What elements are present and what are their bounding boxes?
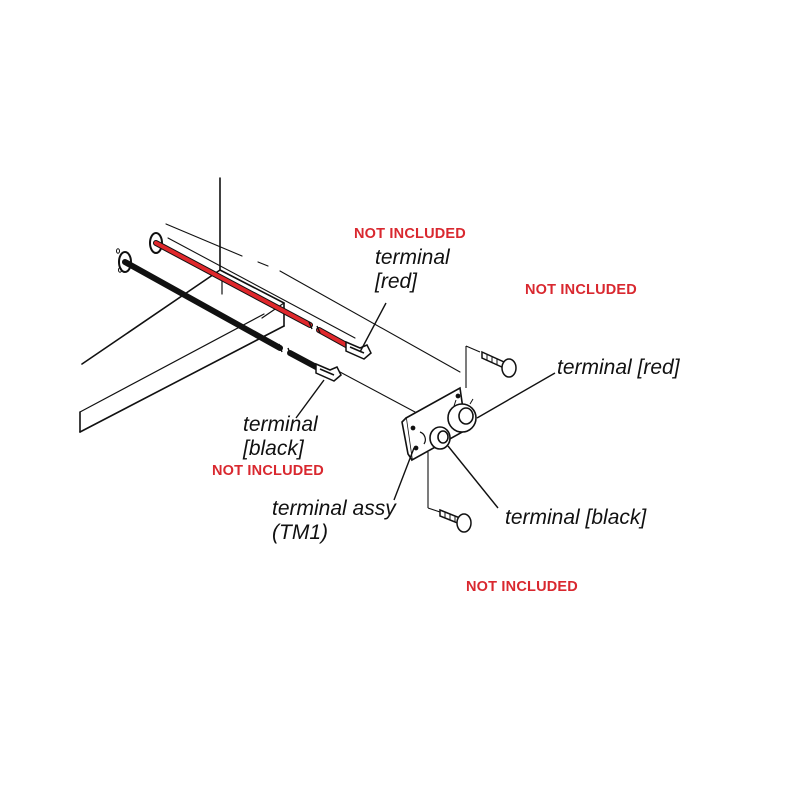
- label-terminal-black-wire: terminal [black]: [243, 413, 318, 460]
- label-terminal-black-post: terminal [black]: [505, 506, 647, 529]
- label-terminal-assy: terminal assy (TM1): [272, 497, 396, 544]
- chassis-bracket: [79, 269, 285, 433]
- red-wire: [153, 240, 351, 349]
- black-terminal-post: [429, 426, 451, 450]
- not-included-top-screw: NOT INCLUDED: [525, 282, 637, 298]
- small-hole-2: [118, 267, 122, 273]
- not-included-black-wire-terminal: NOT INCLUDED: [212, 463, 324, 479]
- small-hole-1: [116, 248, 120, 254]
- terminal-assembly: [401, 386, 477, 462]
- label-terminal-red-post: terminal [red]: [557, 356, 680, 379]
- label-terminal-red-wire: terminal [red]: [375, 246, 450, 293]
- black-wire: [122, 259, 321, 371]
- not-included-red-wire-terminal: NOT INCLUDED: [354, 226, 466, 242]
- not-included-bottom-screw: NOT INCLUDED: [466, 579, 578, 595]
- top-screw: [481, 350, 517, 378]
- red-terminal-post: [447, 398, 477, 433]
- black-wire-terminal: [315, 362, 342, 382]
- bottom-screw: [439, 508, 472, 533]
- leader-lines: [295, 302, 556, 509]
- red-wire-terminal: [345, 340, 372, 360]
- guide-lines: [165, 223, 461, 413]
